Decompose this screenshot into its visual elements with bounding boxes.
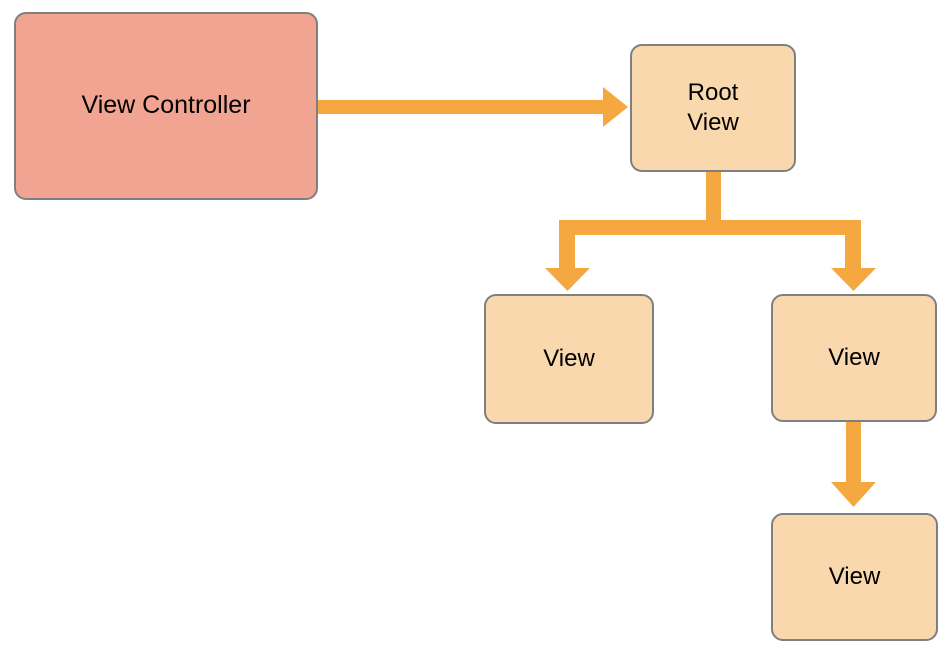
arrow-rootview-to-leftview-shaft <box>559 220 575 269</box>
node-root-view: Root View <box>630 44 796 172</box>
connector-branch-bar <box>559 220 861 235</box>
arrow-controller-to-rootview <box>318 87 628 127</box>
node-bottom-view: View <box>771 513 938 641</box>
node-right-view-label: View <box>828 344 880 371</box>
arrow-rootview-to-rightview-head <box>831 268 876 291</box>
node-right-view: View <box>771 294 937 422</box>
node-left-view: View <box>484 294 654 424</box>
node-bottom-view-label: View <box>828 563 881 590</box>
arrow-rootview-to-leftview-head <box>545 268 590 291</box>
connector-rootview-stem <box>706 170 721 222</box>
node-view-controller: View Controller <box>14 12 318 200</box>
arrow-rootview-to-rightview-shaft <box>845 220 861 269</box>
node-root-view-label: Root View <box>687 79 739 136</box>
arrow-rightview-to-bottomview-head <box>831 482 876 507</box>
node-left-view-label: View <box>543 345 595 372</box>
node-view-controller-label: View Controller <box>81 91 251 120</box>
arrow-rightview-to-bottomview-shaft <box>846 421 861 483</box>
